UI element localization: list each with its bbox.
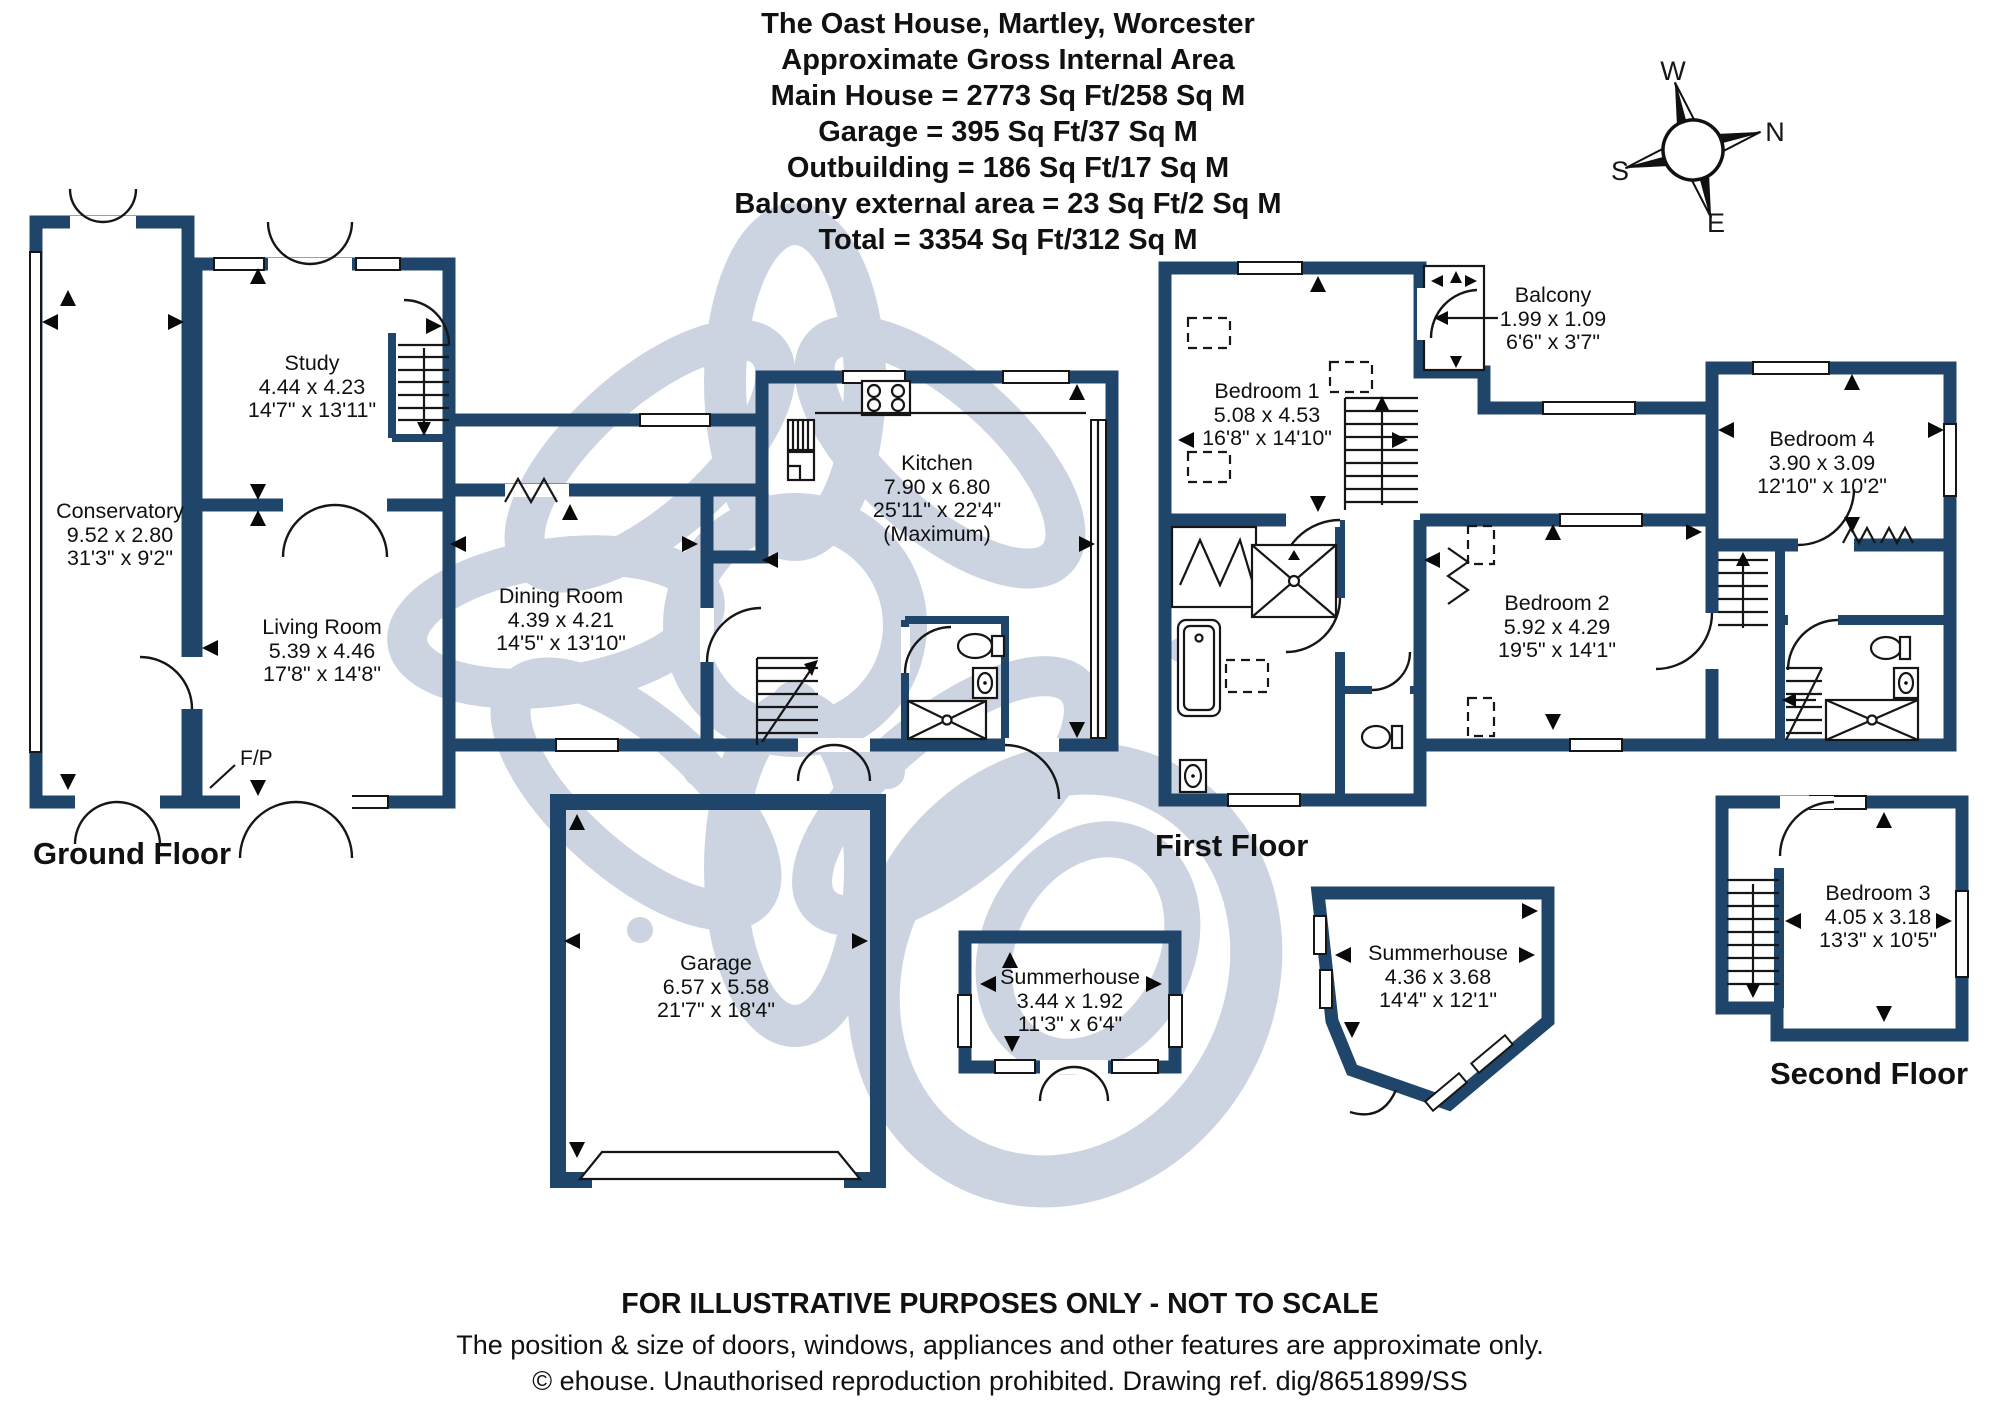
bedroom1-stairs xyxy=(1343,396,1418,510)
room-dim-imperial: 14'7" x 13'11" xyxy=(247,398,377,422)
room-label-study: Study 4.44 x 4.23 14'7" x 13'11" xyxy=(247,351,377,423)
kitchen-counter xyxy=(786,411,1086,482)
first-floor-windows xyxy=(1227,261,1957,807)
title-line: Garage = 395 Sq Ft/37 Sq M xyxy=(818,116,1198,148)
summerhouse-large-walls xyxy=(1310,886,1555,1116)
room-name: Balcony xyxy=(1514,283,1592,307)
title-block: The Oast House, Martley, Worcester Appro… xyxy=(734,6,1281,258)
summerhouse-small-walls xyxy=(957,930,1183,1102)
room-dim-imperial: 14'5" x 13'10" xyxy=(496,631,626,655)
room-dim-imperial: 21'7" x 18'4" xyxy=(657,998,775,1022)
room-label-bedroom-1: Bedroom 1 5.08 x 4.53 16'8" x 14'10" xyxy=(1202,379,1332,451)
first-floor-label: First Floor xyxy=(1155,828,1309,863)
room-dim-metric: 6.57 x 5.58 xyxy=(662,974,770,999)
skylight-dashed-boxes xyxy=(1186,316,1496,738)
compass-east-label: E xyxy=(1707,208,1725,238)
bathroom-fixtures xyxy=(1170,525,1404,794)
bedroom4-radiator xyxy=(1842,525,1914,546)
room-label-bedroom-4: Bedroom 4 3.90 x 3.09 12'10" x 10'2" xyxy=(1757,427,1887,499)
room-dim-metric: 3.44 x 1.92 xyxy=(1016,988,1124,1013)
room-name: Dining Room xyxy=(498,584,624,608)
garage-door xyxy=(577,1150,863,1181)
room-dim-metric: 7.90 x 6.80 xyxy=(883,474,991,499)
title-line: The Oast House, Martley, Worcester xyxy=(761,8,1255,40)
room-name: Kitchen xyxy=(901,451,973,475)
room-name: Bedroom 2 xyxy=(1504,591,1610,615)
fireplace-label: F/P xyxy=(240,747,273,770)
room-name: Summerhouse xyxy=(1368,941,1508,965)
wc-fixtures xyxy=(906,632,1006,741)
fireplace-line xyxy=(209,764,236,789)
room-dim-imperial: 14'4" x 12'1" xyxy=(1379,988,1497,1012)
room-dim-imperial: 17'8" x 14'8" xyxy=(263,662,381,686)
landing-stairs xyxy=(1718,552,1823,741)
room-dim-imperial: 13'3" x 10'5" xyxy=(1819,928,1937,952)
room-dim-imperial: 31'3" x 9'2" xyxy=(67,546,173,570)
room-name: Living Room xyxy=(262,615,382,639)
room-label-garage: Garage 6.57 x 5.58 21'7" x 18'4" xyxy=(657,951,775,1023)
room-dim-metric: 4.36 x 3.68 xyxy=(1384,964,1492,989)
room-dim-imperial: 16'8" x 14'10" xyxy=(1202,426,1332,450)
room-label-kitchen: Kitchen 7.90 x 6.80 25'11" x 22'4" (Maxi… xyxy=(872,451,1002,546)
room-dim-metric: 1.99 x 1.09 xyxy=(1499,306,1607,331)
room-name: Garage xyxy=(680,951,752,975)
room-dim-metric: 4.44 x 4.23 xyxy=(258,374,366,399)
room-label-living-room: Living Room 5.39 x 4.46 17'8" x 14'8" xyxy=(262,615,382,687)
room-dim-imperial: 19'5" x 14'1" xyxy=(1498,638,1616,662)
room-label-dining-room: Dining Room 4.39 x 4.21 14'5" x 13'10" xyxy=(496,584,626,656)
ground-floor-doors xyxy=(68,188,1061,859)
title-line: Balcony external area = 23 Sq Ft/2 Sq M xyxy=(734,188,1282,220)
room-name: Bedroom 1 xyxy=(1214,379,1320,403)
hall-stairs xyxy=(755,656,818,745)
footer-copyright: © ehouse. Unauthorised reproduction proh… xyxy=(532,1366,1468,1396)
room-label-summerhouse-large: Summerhouse 4.36 x 3.68 14'4" x 12'1" xyxy=(1368,941,1508,1013)
room-dim-metric: 5.08 x 4.53 xyxy=(1213,402,1321,427)
title-line: Outbuilding = 186 Sq Ft/17 Sq M xyxy=(786,152,1230,184)
room-name: Study xyxy=(284,351,340,375)
ensuite-fixtures xyxy=(1824,635,1920,742)
study-stairs xyxy=(398,343,449,436)
compass: W N S E xyxy=(1611,56,1785,238)
room-label-bedroom-3: Bedroom 3 4.05 x 3.18 13'3" x 10'5" xyxy=(1819,881,1937,953)
room-label-conservatory: Conservatory 9.52 x 2.80 31'3" x 9'2" xyxy=(56,499,184,571)
second-floor-door xyxy=(1778,796,1835,857)
room-label-bedroom-2: Bedroom 2 5.92 x 4.29 19'5" x 14'1" xyxy=(1498,591,1616,663)
room-dim-imperial: 6'6" x 3'7" xyxy=(1505,330,1600,354)
balcony-callout-arrow xyxy=(1434,311,1498,325)
room-dim-metric: 4.05 x 3.18 xyxy=(1824,904,1932,929)
room-dim-metric: 5.92 x 4.29 xyxy=(1503,614,1611,639)
hob-icon xyxy=(860,379,912,417)
garage-walls xyxy=(550,794,886,1189)
room-dim-imperial: 11'3" x 6'4" xyxy=(1017,1012,1123,1036)
room-dim-metric: 4.39 x 4.21 xyxy=(507,607,615,632)
dimension-arrows xyxy=(42,268,1952,1158)
title-line: Main House = 2773 Sq Ft/258 Sq M xyxy=(770,80,1246,112)
room-dim-imperial: 12'10" x 10'2" xyxy=(1757,474,1887,498)
compass-rose-icon xyxy=(1621,78,1765,222)
room-name: Summerhouse xyxy=(1000,965,1140,989)
compass-north-label: N xyxy=(1765,117,1785,147)
room-name: Bedroom 4 xyxy=(1769,427,1875,451)
room-name: Bedroom 3 xyxy=(1825,881,1931,905)
footer-note: The position & size of doors, windows, a… xyxy=(456,1330,1544,1360)
room-label-summerhouse-small: Summerhouse 3.44 x 1.92 11'3" x 6'4" xyxy=(1000,965,1140,1037)
title-line: Approximate Gross Internal Area xyxy=(781,44,1235,76)
room-dim-metric: 5.39 x 4.46 xyxy=(268,638,376,663)
ground-floor-label: Ground Floor xyxy=(33,836,232,871)
compass-west-label: W xyxy=(1660,56,1686,86)
compass-south-label: S xyxy=(1611,156,1629,186)
room-name: Conservatory xyxy=(56,499,184,523)
second-floor-label: Second Floor xyxy=(1770,1056,1969,1091)
second-floor-stairs xyxy=(1727,878,1779,998)
room-dim-metric: 3.90 x 3.09 xyxy=(1768,450,1876,475)
footer-disclaimer: FOR ILLUSTRATIVE PURPOSES ONLY - NOT TO … xyxy=(621,1288,1379,1320)
room-dim-note: (Maximum) xyxy=(883,521,991,546)
room-dim-imperial: 25'11" x 22'4" xyxy=(872,498,1002,522)
title-line: Total = 3354 Sq Ft/312 Sq M xyxy=(818,224,1198,256)
room-dim-metric: 9.52 x 2.80 xyxy=(66,522,174,547)
bedroom2-wardrobe xyxy=(1446,547,1470,605)
room-label-balcony: Balcony 1.99 x 1.09 6'6" x 3'7" xyxy=(1499,283,1607,355)
